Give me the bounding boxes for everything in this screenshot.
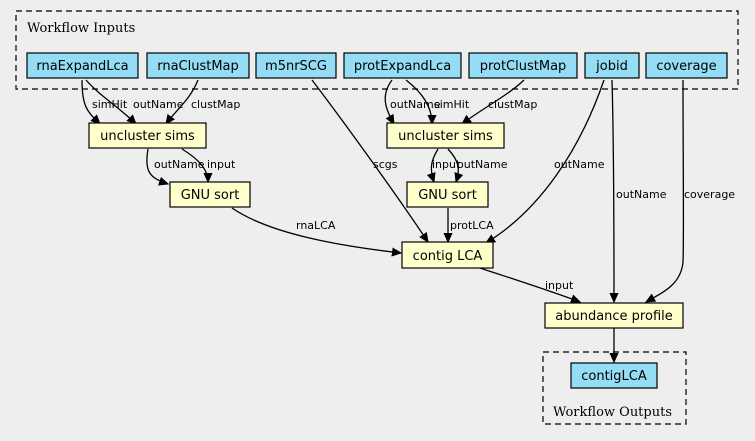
node-contig-lca[interactable]: contig LCA <box>401 241 494 269</box>
node-uncluster-sims-rna[interactable]: uncluster sims <box>88 122 207 149</box>
edge-uncluster2-outname-sort2: outName <box>447 148 508 182</box>
svg-text:rnaClustMap: rnaClustMap <box>157 59 239 74</box>
edge-coverage-abundance: coverage <box>646 79 735 302</box>
svg-text:outName: outName <box>616 188 667 201</box>
node-protclustmap[interactable]: protClustMap <box>468 52 578 79</box>
edge-protclustmap-clustmap: clustMap <box>462 79 537 124</box>
node-coverage[interactable]: coverage <box>645 52 728 79</box>
svg-text:jobid: jobid <box>595 59 628 74</box>
node-protexpandlca[interactable]: protExpandLca <box>343 52 462 79</box>
edge-protexpandlca-outname: outName <box>384 79 441 124</box>
workflow-inputs-cluster: Workflow Inputs <box>15 10 739 90</box>
edge-uncluster1-input-sort1: input <box>181 148 236 182</box>
svg-text:contig LCA: contig LCA <box>413 249 483 264</box>
svg-text:uncluster sims: uncluster sims <box>100 129 195 144</box>
edge-protexpandlca-simhit: simHit <box>405 79 470 124</box>
node-uncluster-sims-prot[interactable]: uncluster sims <box>386 122 505 149</box>
edge-uncluster2-input-sort2: input <box>431 148 461 182</box>
svg-text:rnaExpandLca: rnaExpandLca <box>36 59 128 74</box>
svg-text:GNU sort: GNU sort <box>181 188 240 203</box>
svg-text:input: input <box>432 158 461 171</box>
node-contiglca-output[interactable]: contigLCA <box>570 362 658 389</box>
node-jobid[interactable]: jobid <box>584 52 640 79</box>
node-gnu-sort-rna[interactable]: GNU sort <box>169 181 251 208</box>
edges: simHit outName clustMap outName simHit c… <box>81 79 735 362</box>
edge-rnaclustmap-clustmap: clustMap <box>166 79 240 124</box>
edge-uncluster1-outname-sort1: outName <box>146 148 205 184</box>
svg-text:protClustMap: protClustMap <box>480 59 567 74</box>
node-gnu-sort-prot[interactable]: GNU sort <box>406 181 489 208</box>
edge-rnaexpandlca-outname: outName <box>85 79 184 124</box>
edge-jobid-outname-abundance: outName <box>612 79 667 302</box>
svg-text:coverage: coverage <box>684 188 735 201</box>
svg-text:protLCA: protLCA <box>450 219 494 232</box>
node-rnaclustmap[interactable]: rnaClustMap <box>146 52 250 79</box>
svg-text:outName: outName <box>154 158 205 171</box>
edge-m5nrscg-scgs: scgs <box>311 79 428 242</box>
edge-jobid-outname-contiglca: outName <box>486 79 605 243</box>
svg-text:GNU sort: GNU sort <box>418 188 477 203</box>
svg-text:outName: outName <box>554 158 605 171</box>
edge-rnaexpandlca-simhit: simHit <box>81 79 128 124</box>
svg-text:scgs: scgs <box>373 158 398 171</box>
edge-contiglca-input-abundance: input <box>479 267 580 302</box>
svg-text:contigLCA: contigLCA <box>581 369 647 384</box>
svg-text:uncluster sims: uncluster sims <box>398 129 493 144</box>
svg-text:outName: outName <box>457 158 508 171</box>
svg-text:abundance profile: abundance profile <box>555 309 673 324</box>
svg-text:outName: outName <box>390 98 441 111</box>
svg-text:outName: outName <box>133 98 184 111</box>
svg-text:input: input <box>207 158 236 171</box>
svg-text:clustMap: clustMap <box>191 98 240 111</box>
edge-sort1-rnalca: rnaLCA <box>231 207 401 253</box>
svg-text:coverage: coverage <box>656 59 716 74</box>
svg-text:simHit: simHit <box>434 98 470 111</box>
node-rnaexpandlca[interactable]: rnaExpandLca <box>26 52 139 79</box>
node-abundance-profile[interactable]: abundance profile <box>544 302 684 329</box>
workflow-outputs-label: Workflow Outputs <box>553 405 672 420</box>
svg-text:clustMap: clustMap <box>488 98 537 111</box>
svg-text:protExpandLca: protExpandLca <box>354 59 451 74</box>
svg-text:simHit: simHit <box>92 98 128 111</box>
workflow-inputs-label: Workflow Inputs <box>27 21 135 36</box>
edge-sort2-protlca: protLCA <box>448 208 494 242</box>
svg-text:m5nrSCG: m5nrSCG <box>265 59 327 74</box>
svg-text:rnaLCA: rnaLCA <box>296 219 336 232</box>
svg-text:input: input <box>545 279 574 292</box>
node-m5nrscg[interactable]: m5nrSCG <box>255 52 337 79</box>
